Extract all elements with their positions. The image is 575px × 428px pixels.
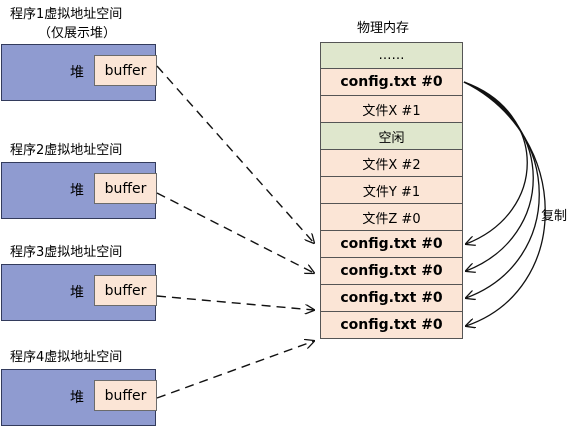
heap-label: 堆 xyxy=(70,285,84,301)
memory-cell: 文件Y #1 xyxy=(320,177,463,204)
memory-cell: 文件X #2 xyxy=(320,150,463,177)
buffer-block: buffer xyxy=(94,380,157,411)
process-3-title: 程序3虚拟地址空间 xyxy=(10,245,123,260)
heap-label: 堆 xyxy=(70,390,84,406)
memory-cell-config-copy: config.txt #0 xyxy=(320,312,463,339)
memory-cell-config-copy: config.txt #0 xyxy=(320,231,463,258)
process-4-title: 程序4虚拟地址空间 xyxy=(10,350,123,365)
process-3-address-space: 堆 buffer xyxy=(1,264,157,321)
memory-cell-config-copy: config.txt #0 xyxy=(320,258,463,285)
process-1-subtitle: （仅展示堆） xyxy=(38,26,117,41)
memory-cell: …… xyxy=(320,42,463,69)
copy-arrow-4 xyxy=(464,81,546,326)
heap-label: 堆 xyxy=(70,65,84,81)
process-2-title: 程序2虚拟地址空间 xyxy=(10,143,123,158)
memory-cell: 文件X #1 xyxy=(320,96,463,123)
memory-cell-config-copy: config.txt #0 xyxy=(320,285,463,312)
mapping-arrow-3 xyxy=(156,295,314,310)
mapping-arrow-2 xyxy=(156,192,314,273)
mapping-arrow-4 xyxy=(156,341,314,399)
buffer-block: buffer xyxy=(94,275,157,306)
process-1-address-space: 堆 buffer xyxy=(1,44,157,101)
buffer-block: buffer xyxy=(94,173,157,204)
copy-arrow-2 xyxy=(464,81,534,271)
process-2-address-space: 堆 buffer xyxy=(1,162,157,219)
physical-memory-title: 物理内存 xyxy=(357,21,410,36)
process-1-title: 程序1虚拟地址空间 xyxy=(10,7,123,22)
memory-cell-free: 空闲 xyxy=(320,123,463,150)
copy-arrow-1 xyxy=(464,81,528,244)
memory-cell-config: config.txt #0 xyxy=(320,69,463,96)
copy-label: 复制 xyxy=(541,209,568,224)
buffer-block: buffer xyxy=(94,55,157,86)
heap-label: 堆 xyxy=(70,183,84,199)
memory-cell: 文件Z #0 xyxy=(320,204,463,231)
process-4-address-space: 堆 buffer xyxy=(1,369,157,426)
copy-arrow-3 xyxy=(464,81,540,298)
mapping-arrow-1 xyxy=(156,65,314,243)
